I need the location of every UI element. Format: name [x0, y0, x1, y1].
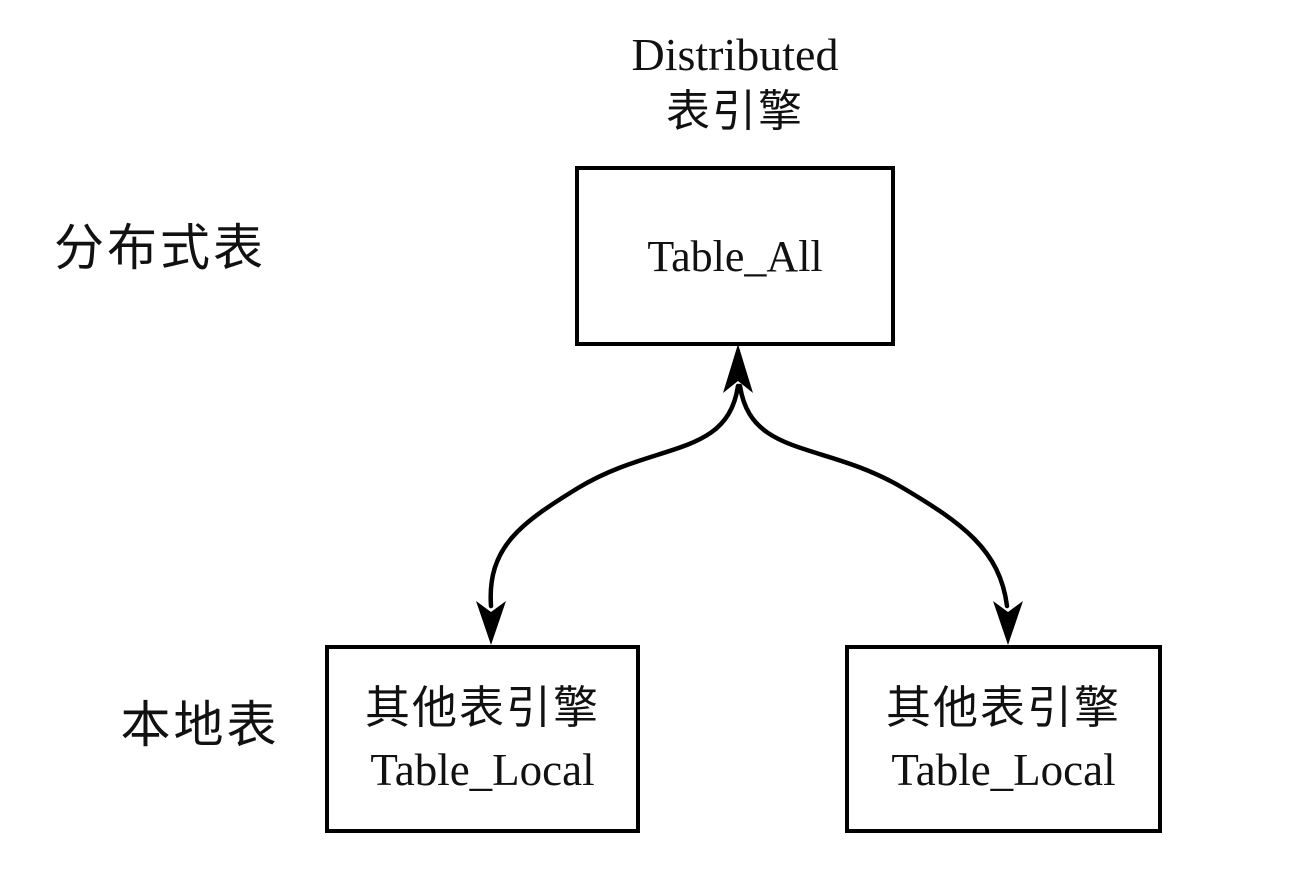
- local-right-engine-label: 其他表引擎: [885, 683, 1121, 733]
- arrowhead-down-right-icon: [993, 601, 1023, 645]
- engine-title-line2: 表引擎: [666, 87, 804, 136]
- row-label-local-table: 本地表: [120, 697, 280, 753]
- right-branch-arrow-line: [737, 383, 1010, 609]
- local-table-right-node: 其他表引擎 Table_Local: [845, 645, 1162, 833]
- engine-title: Distributed 表引擎: [535, 26, 935, 140]
- arrowhead-down-left-icon: [476, 601, 506, 645]
- arrowhead-up-icon: [723, 344, 753, 393]
- local-left-table-label: Table_Local: [370, 745, 595, 795]
- row-label-distributed-table: 分布式表: [54, 220, 266, 276]
- local-right-table-label: Table_Local: [891, 745, 1116, 795]
- left-branch-arrow-line: [488, 383, 741, 609]
- table-all-node: Table_All: [575, 166, 895, 346]
- engine-title-line1: Distributed: [631, 29, 839, 80]
- local-table-left-node: 其他表引擎 Table_Local: [325, 645, 640, 833]
- table-all-label: Table_All: [647, 231, 823, 281]
- local-left-engine-label: 其他表引擎: [364, 683, 600, 733]
